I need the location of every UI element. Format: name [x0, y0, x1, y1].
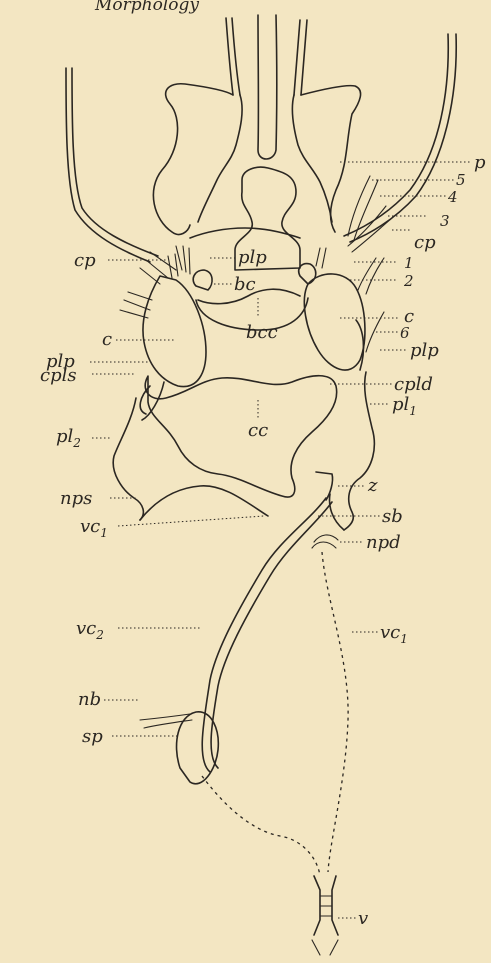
- label-bcc: bcc: [246, 322, 278, 343]
- label-6: 6: [400, 324, 410, 342]
- leader-lines: [90, 162, 472, 918]
- label-v: v: [358, 908, 368, 929]
- label-1: 1: [404, 254, 414, 272]
- pedal-ganglion-complex: [113, 372, 374, 548]
- right-cerebral-lobe: [304, 274, 365, 370]
- label-z: z: [367, 475, 378, 496]
- left-cerebral-lobe: [140, 276, 206, 420]
- left-labels: cp plp bc bcc c plp cpls pl2 cc nps vc1 …: [40, 247, 278, 747]
- caption: Morphology: [94, 0, 199, 15]
- label-c-left: c: [102, 329, 112, 350]
- label-nb: nb: [78, 689, 101, 710]
- upper-ganglion-lobes: [153, 84, 360, 270]
- visceral-connectives: [140, 498, 348, 876]
- label-pl2: pl2: [56, 426, 81, 450]
- label-nps: nps: [60, 488, 92, 509]
- label-4: 4: [447, 188, 458, 206]
- label-5: 5: [456, 171, 466, 189]
- label-vc1-left: vc1: [80, 516, 108, 540]
- label-cc: cc: [248, 420, 268, 441]
- label-cp-left: cp: [74, 250, 96, 271]
- label-3: 3: [440, 212, 450, 230]
- label-vc2: vc2: [76, 618, 104, 642]
- visceral-ganglion: [312, 876, 338, 955]
- label-sp: sp: [82, 726, 103, 747]
- label-cpls: cpls: [40, 365, 77, 386]
- label-p: p: [474, 152, 486, 173]
- label-pl1: pl1: [392, 394, 417, 418]
- label-bc: bc: [234, 274, 256, 295]
- label-2: 2: [403, 272, 414, 290]
- right-peripheral-nerves: [344, 34, 456, 352]
- label-sb: sb: [382, 506, 403, 527]
- label-cpld: cpld: [394, 374, 433, 395]
- label-npd: npd: [366, 532, 401, 553]
- label-vc1-right: vc1: [380, 622, 408, 646]
- left-peripheral-nerves: [66, 68, 178, 318]
- label-plp-center: plp: [238, 247, 267, 268]
- label-cp-right: cp: [414, 232, 436, 253]
- label-plp-right: plp: [410, 340, 439, 361]
